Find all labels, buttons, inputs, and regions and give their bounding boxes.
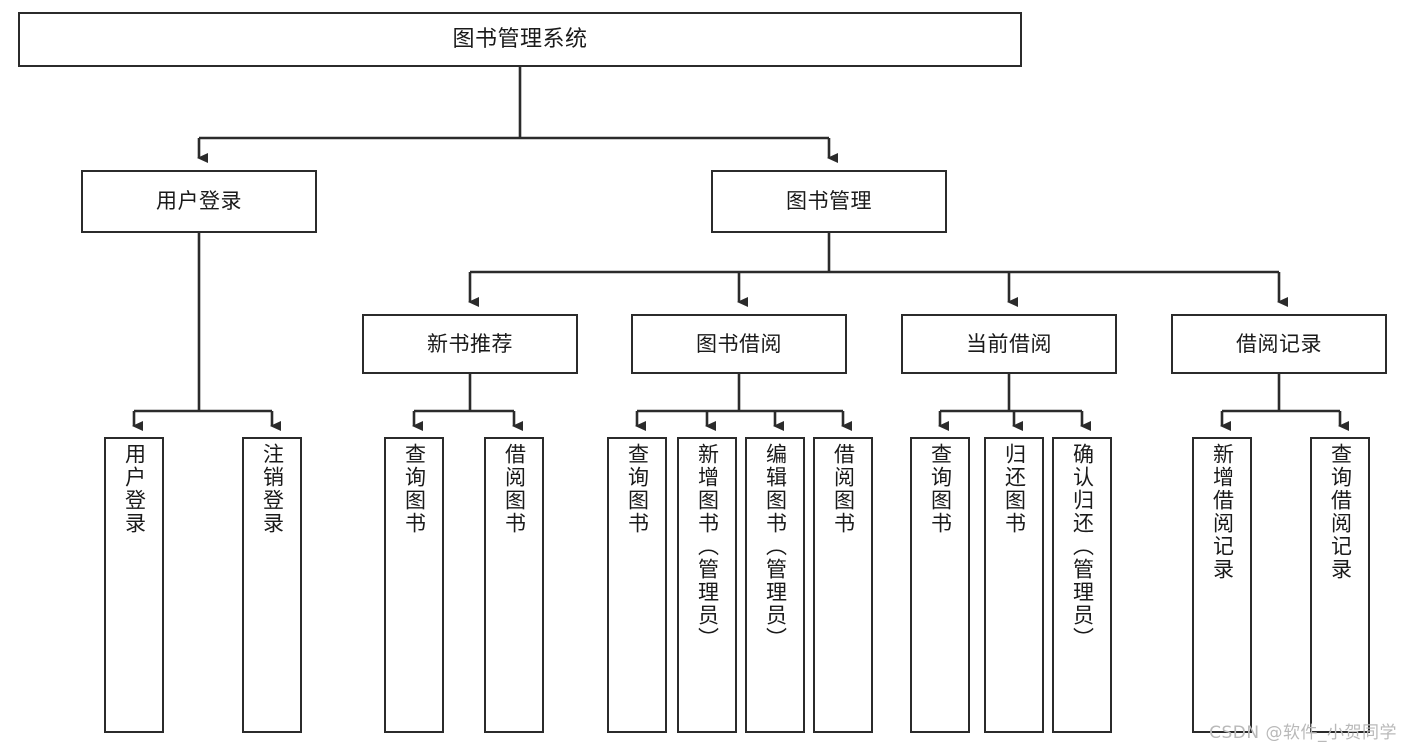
node-leaf-query-borrow-record[interactable]: 查询借阅记录 [1310, 437, 1370, 733]
node-borrow-record[interactable]: 借阅记录 [1171, 314, 1387, 374]
node-leaf-query-book-1-label: 查询图书 [402, 443, 427, 535]
node-leaf-edit-book-label: 编辑图书（管理员） [763, 443, 788, 650]
node-leaf-add-borrow-record-label: 新增借阅记录 [1210, 443, 1235, 581]
node-leaf-add-book-label: 新增图书（管理员） [695, 443, 720, 650]
node-leaf-add-borrow-record[interactable]: 新增借阅记录 [1192, 437, 1252, 733]
node-leaf-borrow-book-2-label: 借阅图书 [831, 443, 856, 535]
node-leaf-user-logout[interactable]: 注销登录 [242, 437, 302, 733]
node-leaf-user-login-label: 用户登录 [122, 443, 147, 535]
node-book-manage-label: 图书管理 [786, 189, 872, 214]
node-leaf-user-logout-label: 注销登录 [260, 443, 285, 535]
node-root-label: 图书管理系统 [452, 26, 588, 52]
node-leaf-borrow-book-1-label: 借阅图书 [502, 443, 527, 535]
node-leaf-query-book-1[interactable]: 查询图书 [384, 437, 444, 733]
node-root[interactable]: 图书管理系统 [18, 12, 1022, 67]
node-user-login-label: 用户登录 [156, 189, 242, 214]
node-leaf-confirm-return-label: 确认归还（管理员） [1070, 443, 1095, 650]
node-user-login[interactable]: 用户登录 [81, 170, 317, 233]
node-leaf-return-book-label: 归还图书 [1002, 443, 1027, 535]
node-leaf-borrow-book-2[interactable]: 借阅图书 [813, 437, 873, 733]
node-leaf-return-book[interactable]: 归还图书 [984, 437, 1044, 733]
node-leaf-edit-book[interactable]: 编辑图书（管理员） [745, 437, 805, 733]
node-leaf-query-book-2[interactable]: 查询图书 [607, 437, 667, 733]
node-borrow-record-label: 借阅记录 [1236, 331, 1322, 356]
node-leaf-user-login[interactable]: 用户登录 [104, 437, 164, 733]
node-leaf-confirm-return[interactable]: 确认归还（管理员） [1052, 437, 1112, 733]
node-leaf-add-book[interactable]: 新增图书（管理员） [677, 437, 737, 733]
node-current-borrow-label: 当前借阅 [966, 331, 1052, 356]
watermark: CSDN @软件_小贺同学 [1209, 723, 1397, 743]
node-leaf-query-book-2-label: 查询图书 [625, 443, 650, 535]
node-book-manage[interactable]: 图书管理 [711, 170, 947, 233]
node-book-borrow-label: 图书借阅 [696, 331, 782, 356]
node-new-book-recommend[interactable]: 新书推荐 [362, 314, 578, 374]
node-leaf-query-borrow-record-label: 查询借阅记录 [1328, 443, 1353, 581]
node-new-book-recommend-label: 新书推荐 [427, 331, 513, 356]
node-leaf-query-book-3-label: 查询图书 [928, 443, 953, 535]
node-current-borrow[interactable]: 当前借阅 [901, 314, 1117, 374]
node-book-borrow[interactable]: 图书借阅 [631, 314, 847, 374]
node-leaf-borrow-book-1[interactable]: 借阅图书 [484, 437, 544, 733]
node-leaf-query-book-3[interactable]: 查询图书 [910, 437, 970, 733]
